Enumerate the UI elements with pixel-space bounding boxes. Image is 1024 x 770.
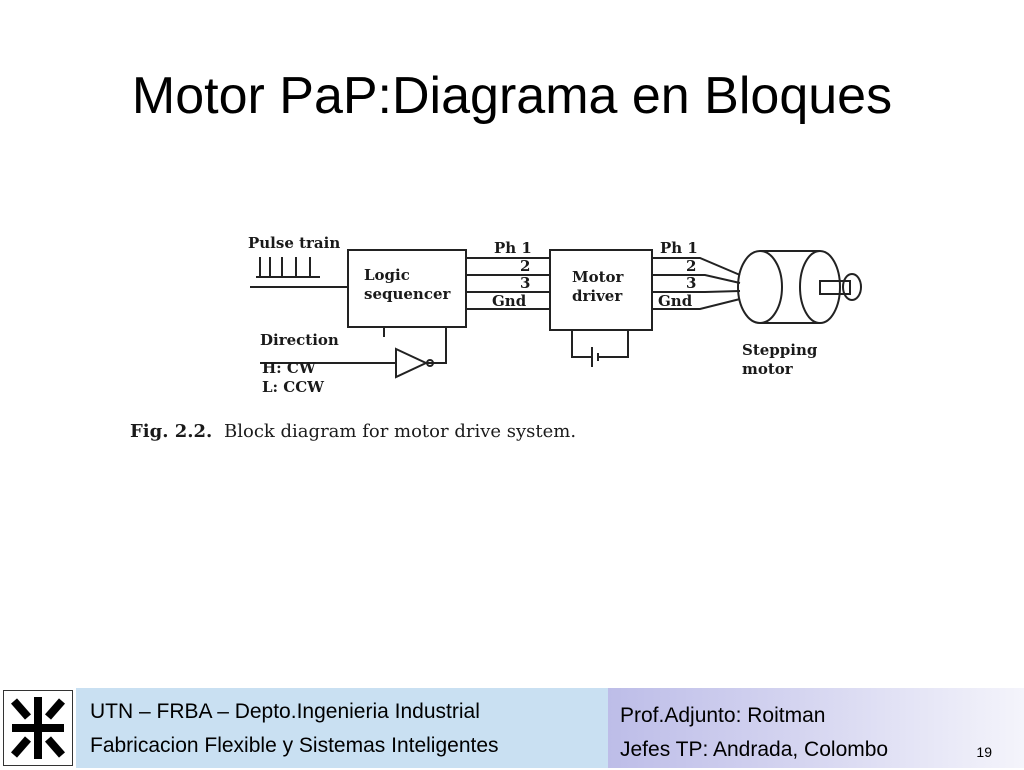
footer: UTN – FRBA – Depto.Ingenieria Industrial… <box>0 688 1024 768</box>
driver-block-line2: driver <box>572 287 623 305</box>
phase-label-left: Ph 1 <box>494 239 532 257</box>
direction-label: Direction <box>260 331 339 349</box>
slide-title: Motor PaP:Diagrama en Bloques <box>131 67 893 125</box>
motor-phase-line <box>652 290 741 293</box>
pulse-train-waveform <box>256 257 320 278</box>
logic-sequencer-block <box>347 249 467 328</box>
block-diagram: Pulse train Logic sequencer Ph 1 2 3 Gnd… <box>130 234 862 442</box>
motor-label-line1: Stepping <box>742 341 818 359</box>
phase-label-left: Gnd <box>492 292 527 310</box>
footer-institution: UTN – FRBA – Depto.Ingenieria Industrial… <box>76 688 608 768</box>
phase-label-right: 3 <box>686 274 696 292</box>
utn-logo-icon <box>3 690 73 766</box>
figure-caption-prefix: Fig. 2.2. <box>130 421 212 442</box>
logic-block-line1: Logic <box>364 266 410 284</box>
driver-block-line1: Motor <box>572 268 625 286</box>
footer-right-line1: Prof.Adjunto: Roitman <box>620 704 826 727</box>
stepping-motor-icon <box>737 250 862 324</box>
motor-phase-line <box>652 274 741 284</box>
phase-label-left: 3 <box>520 274 530 292</box>
buffer-gate-icon <box>395 347 434 379</box>
footer-staff: Prof.Adjunto: Roitman Jefes TP: Andrada,… <box>608 688 1024 768</box>
figure-caption-text: Block diagram for motor drive system. <box>224 421 576 442</box>
footer-left-line2: Fabricacion Flexible y Sistemas Intelige… <box>90 734 499 757</box>
phase-label-right: 2 <box>686 257 696 275</box>
motor-phase-line <box>652 298 741 310</box>
pulse-train-label: Pulse train <box>248 234 340 252</box>
logic-block-line2: sequencer <box>364 285 452 303</box>
battery-symbol <box>571 330 629 367</box>
phase-label-right: Ph 1 <box>660 239 698 257</box>
page-number: 19 <box>976 744 992 760</box>
direction-h-label: H: CW <box>262 359 317 377</box>
footer-right-line2: Jefes TP: Andrada, Colombo <box>620 738 889 761</box>
motor-label-line2: motor <box>742 360 794 378</box>
footer-left-line1: UTN – FRBA – Depto.Ingenieria Industrial <box>90 700 480 723</box>
motor-phase-line <box>652 257 741 276</box>
phase-label-left: 2 <box>520 257 530 275</box>
direction-l-label: L: CCW <box>262 378 325 396</box>
phase-label-right: Gnd <box>658 292 693 310</box>
motor-driver-block <box>549 249 653 331</box>
